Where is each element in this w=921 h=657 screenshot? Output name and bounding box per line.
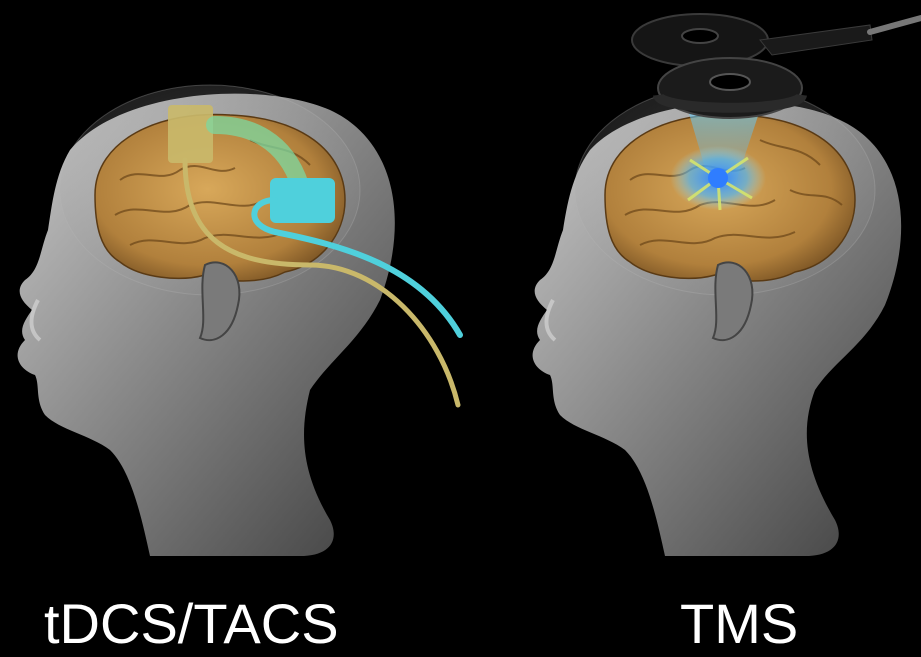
left-cyan-electrode xyxy=(270,178,335,223)
tms-coil-icon xyxy=(632,14,921,118)
label-tms: TMS xyxy=(680,596,798,652)
right-head-figure xyxy=(533,14,921,556)
left-yellow-electrode xyxy=(168,105,213,163)
tms-cable xyxy=(870,18,921,32)
left-head-figure xyxy=(18,85,460,556)
tms-focus-dot xyxy=(708,168,728,188)
label-tdcs-tacs: tDCS/TACS xyxy=(44,596,339,652)
tms-coil-handle xyxy=(760,25,872,55)
